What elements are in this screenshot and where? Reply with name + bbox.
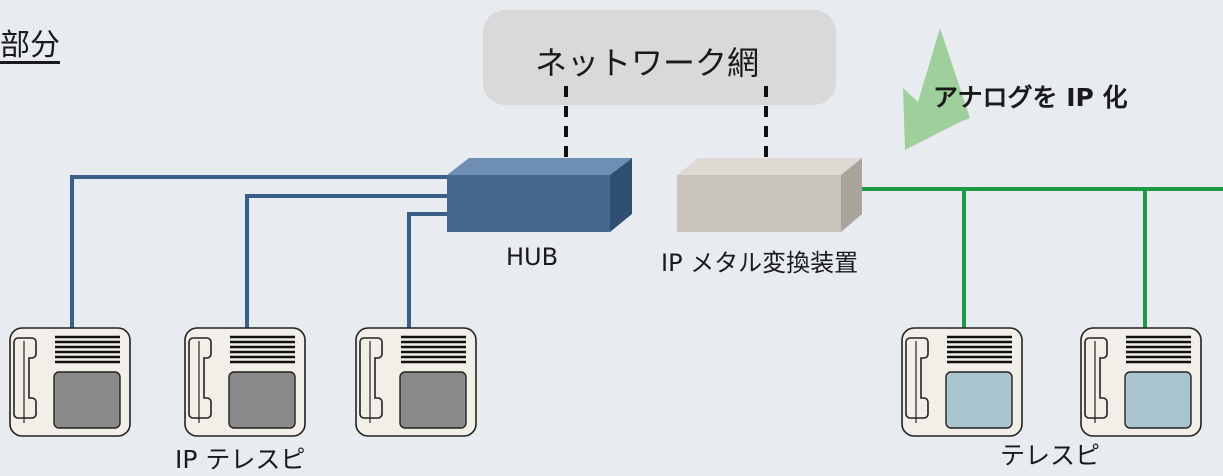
analog-phones-label: テレスピ xyxy=(1000,441,1101,470)
conversion-arrow xyxy=(903,28,970,150)
analog-phone-lines xyxy=(862,187,1223,328)
analog-phone-2 xyxy=(1080,327,1202,437)
ip-phone-lines xyxy=(70,175,448,328)
ip-phone-1 xyxy=(9,327,131,437)
handset-icon xyxy=(188,337,212,419)
network-label: ネットワーク網 xyxy=(535,44,760,82)
ip-phone-2 xyxy=(184,327,306,437)
phone-screen xyxy=(228,371,296,429)
handset-icon xyxy=(1084,337,1108,419)
handset-icon xyxy=(905,337,929,419)
handset-icon xyxy=(13,337,37,419)
section-fragment-label: 部分 xyxy=(0,28,60,63)
analog-phone-1 xyxy=(901,327,1023,437)
ip-phones-label: IP テレスピ xyxy=(175,445,306,474)
phone-screen xyxy=(399,371,467,429)
hub-label: HUB xyxy=(506,243,559,271)
converter-device xyxy=(677,158,862,232)
hub-device xyxy=(447,158,632,232)
network-cloud-box xyxy=(483,10,836,105)
handset-icon xyxy=(359,337,383,419)
phone-screen xyxy=(945,371,1013,429)
converter-label: IP メタル変換装置 xyxy=(661,249,859,277)
analog-to-ip-label: アナログを IP 化 xyxy=(933,83,1128,112)
phone-screen xyxy=(1124,371,1192,429)
ip-phone-3 xyxy=(355,327,477,437)
phone-screen xyxy=(53,371,121,429)
